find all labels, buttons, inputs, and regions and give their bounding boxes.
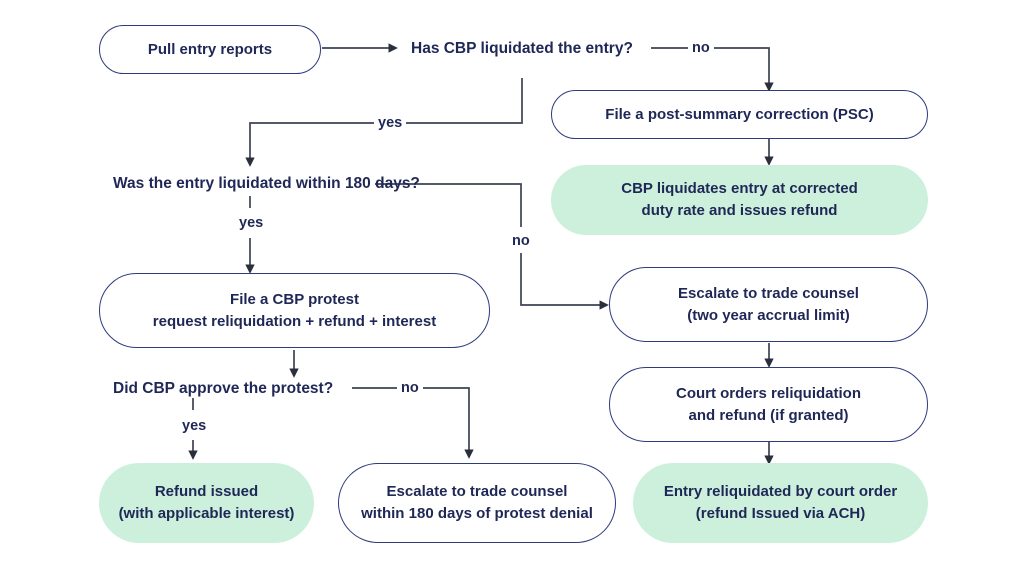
node-line: and refund (if granted) bbox=[688, 406, 849, 424]
node-line: Escalate to trade counsel bbox=[678, 284, 859, 302]
node-entry-reliquidated-court-order[interactable]: Entry reliquidated by court order (refun… bbox=[633, 463, 928, 543]
node-court-orders-reliquidation[interactable]: Court orders reliquidation and refund (i… bbox=[609, 367, 928, 442]
node-line: File a post-summary correction (PSC) bbox=[605, 105, 874, 123]
node-line: File a CBP protest bbox=[230, 290, 359, 308]
node-line: (two year accrual limit) bbox=[687, 306, 850, 324]
node-file-cbp-protest[interactable]: File a CBP protest request reliquidation… bbox=[99, 273, 490, 348]
node-cbp-liquidates-corrected[interactable]: CBP liquidates entry at corrected duty r… bbox=[551, 165, 928, 235]
edge-label-within-180-yes: yes bbox=[235, 216, 268, 231]
node-line: (with applicable interest) bbox=[118, 505, 295, 522]
edge-label-has-liquidated-no: no bbox=[688, 41, 714, 56]
node-line: (refund Issued via ACH) bbox=[695, 505, 866, 522]
edge-label-protest-approved-yes: yes bbox=[178, 419, 211, 434]
decision-liquidated-within-180[interactable]: Was the entry liquidated within 180 days… bbox=[113, 175, 420, 192]
decision-did-cbp-approve-protest[interactable]: Did CBP approve the protest? bbox=[113, 380, 334, 397]
node-line: duty rate and issues refund bbox=[641, 202, 838, 219]
edge-protest-no-to-escalate-180 bbox=[352, 387, 474, 459]
node-file-psc[interactable]: File a post-summary correction (PSC) bbox=[551, 90, 928, 139]
node-line: Refund issued bbox=[154, 483, 259, 501]
node-line: within 180 days of protest denial bbox=[361, 505, 593, 522]
edge-within-180-no-to-escalate bbox=[520, 253, 609, 310]
decision-has-cbp-liquidated[interactable]: Has CBP liquidated the entry? bbox=[411, 40, 633, 57]
node-pull-entry-reports[interactable]: Pull entry reports bbox=[99, 25, 321, 74]
node-escalate-180-days[interactable]: Escalate to trade counsel within 180 day… bbox=[338, 463, 616, 543]
node-line: CBP liquidates entry at corrected bbox=[621, 180, 858, 198]
node-line: Escalate to trade counsel bbox=[386, 483, 568, 501]
edge-label-has-liquidated-yes: yes bbox=[374, 116, 407, 131]
node-escalate-two-year[interactable]: Escalate to trade counsel (two year accr… bbox=[609, 267, 928, 342]
node-line: Entry reliquidated by court order bbox=[663, 483, 898, 501]
node-line: Pull entry reports bbox=[147, 40, 273, 58]
node-refund-issued[interactable]: Refund issued (with applicable interest) bbox=[99, 463, 314, 543]
node-line: Court orders reliquidation bbox=[675, 384, 861, 402]
edge-label-protest-approved-no: no bbox=[397, 381, 423, 396]
node-line: request reliquidation + refund + interes… bbox=[152, 312, 437, 330]
edge-label-within-180-no: no bbox=[508, 234, 534, 249]
